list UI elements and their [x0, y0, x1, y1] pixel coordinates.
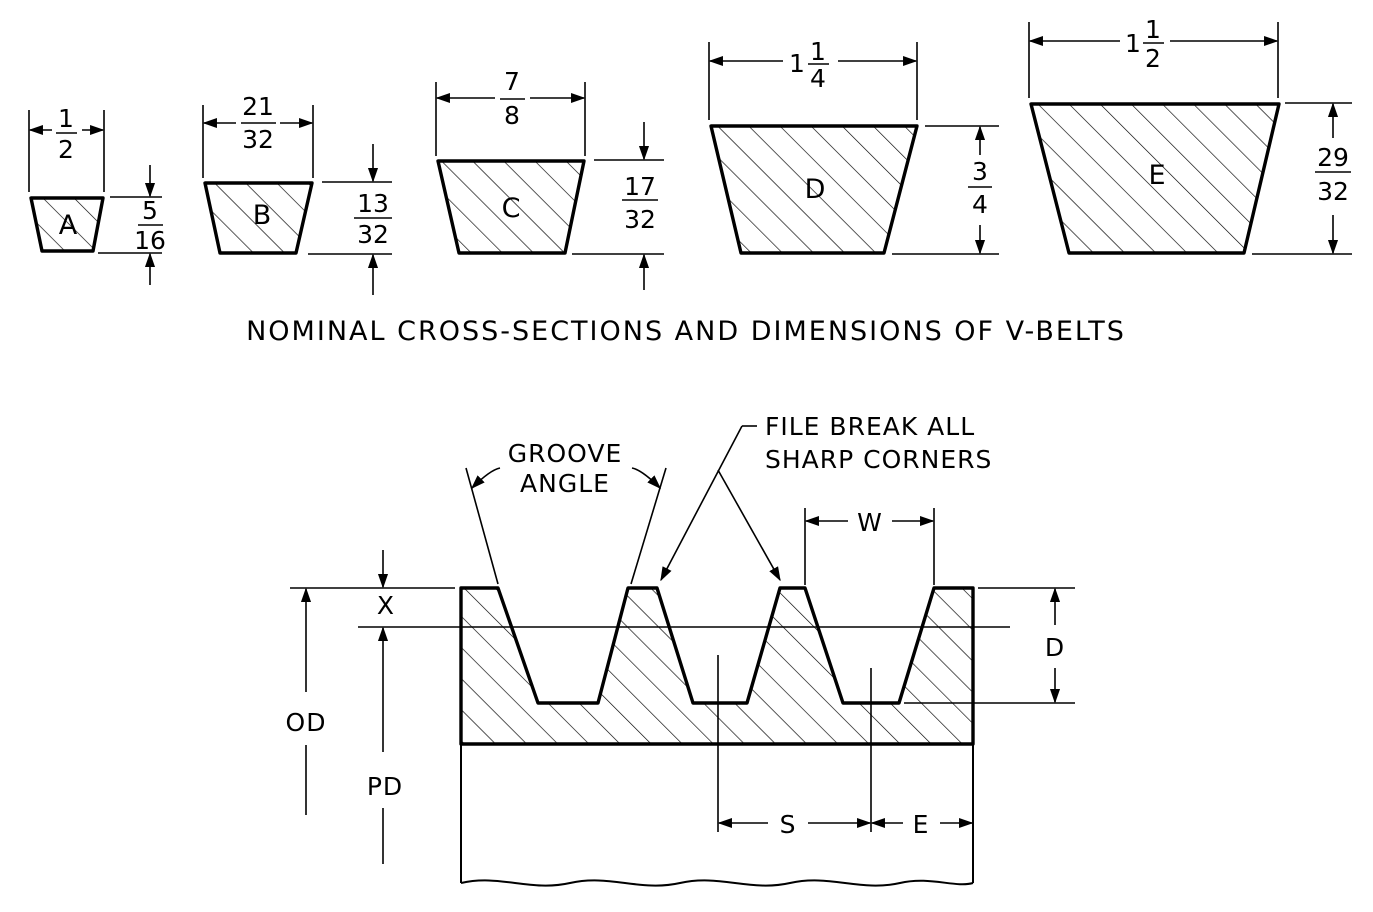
belt-a-height-num: 5 — [142, 196, 158, 225]
belt-a: A 1 2 5 16 — [28, 104, 166, 285]
belt-a-letter: A — [59, 210, 78, 241]
belt-e-width-den: 2 — [1145, 44, 1161, 73]
belt-b-height-num: 13 — [357, 189, 389, 218]
belt-d-letter: D — [805, 174, 826, 205]
pd-label: PD — [367, 772, 403, 801]
belts-title: NOMINAL CROSS-SECTIONS AND DIMENSIONS OF… — [246, 316, 1126, 347]
belt-d-section — [709, 124, 919, 255]
belt-a-width-den: 2 — [58, 135, 74, 164]
belt-d: D 1 1 4 3 4 — [708, 37, 999, 255]
belt-b-letter: B — [253, 200, 272, 231]
belt-e-height-num: 29 — [1317, 143, 1349, 172]
belt-b-height-den: 32 — [357, 220, 389, 249]
belt-d-width-num: 1 — [810, 37, 826, 66]
belt-b-width-den: 32 — [242, 125, 274, 154]
belt-b-section — [203, 181, 314, 255]
s-label: S — [780, 810, 797, 839]
belt-c: C 7 8 17 32 — [435, 67, 664, 290]
belt-a-width-num: 1 — [58, 104, 74, 133]
belt-c-height-num: 17 — [624, 172, 656, 201]
belt-e-width-whole: 1 — [1125, 29, 1141, 58]
od-label: OD — [286, 708, 327, 737]
belt-e-section — [1029, 102, 1281, 255]
belt-b-width-num: 21 — [242, 92, 274, 121]
e-label: E — [913, 810, 930, 839]
belt-c-width-num: 7 — [504, 67, 520, 96]
belt-c-width-den: 8 — [504, 101, 520, 130]
x-label: X — [377, 591, 395, 620]
w-label: W — [857, 508, 883, 537]
belt-a-section — [29, 196, 105, 253]
pulley-section: X OD PD D W S E — [286, 412, 1075, 887]
groove-angle-line1: GROOVE — [508, 439, 623, 468]
belt-e-width-num: 1 — [1145, 15, 1161, 44]
belt-e-letter: E — [1148, 160, 1165, 191]
pulley-rim — [459, 586, 975, 746]
belt-e: E 1 1 2 29 32 — [1028, 15, 1352, 255]
file-break-line2: SHARP CORNERS — [765, 445, 992, 474]
file-break-line1: FILE BREAK ALL — [765, 412, 975, 441]
belt-a-height-den: 16 — [134, 226, 166, 255]
belt-c-section — [436, 159, 586, 255]
belt-c-letter: C — [502, 193, 521, 224]
belt-d-width-whole: 1 — [789, 49, 805, 78]
belt-d-height-den: 4 — [972, 190, 988, 219]
d-label: D — [1045, 633, 1065, 662]
break-line — [460, 879, 974, 887]
belt-d-width-den: 4 — [810, 64, 826, 93]
belt-b: B 21 32 13 32 — [202, 92, 392, 295]
belt-e-height-den: 32 — [1317, 177, 1349, 206]
groove-angle-line2: ANGLE — [520, 469, 610, 498]
belt-c-height-den: 32 — [624, 205, 656, 234]
belt-d-height-num: 3 — [972, 157, 988, 186]
